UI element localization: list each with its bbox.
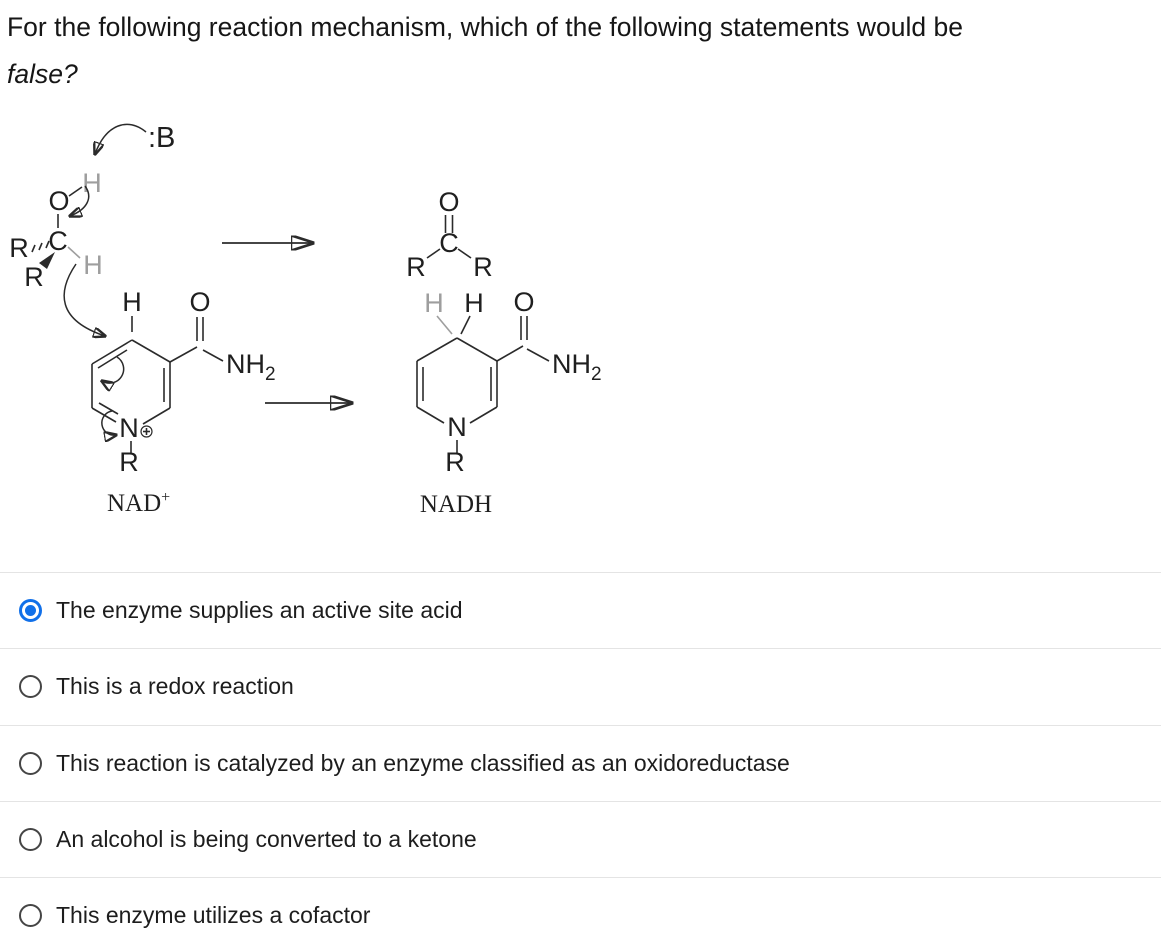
- radio-button-selected[interactable]: [19, 599, 42, 623]
- option-label: This reaction is catalyzed by an enzyme …: [56, 749, 790, 776]
- hydride-h-atom: H: [83, 250, 103, 280]
- r-group: R: [406, 252, 426, 282]
- radio-button[interactable]: [19, 675, 42, 699]
- arrow-base-to-proton: [95, 123, 147, 154]
- nadh-label: NADH: [420, 491, 492, 518]
- ring-h-atom: H: [122, 287, 142, 317]
- answer-option-4[interactable]: An alcohol is being converted to a keton…: [0, 800, 1161, 877]
- amide-group: NH2: [226, 349, 276, 385]
- r-group: R: [9, 233, 29, 263]
- ring-h-atom: H: [464, 288, 484, 318]
- option-label: An alcohol is being converted to a keton…: [56, 825, 477, 852]
- base-label: :B: [148, 122, 175, 154]
- r-group: R: [473, 252, 493, 282]
- ring-nitrogen: N: [447, 412, 467, 442]
- question-text: For the following reaction mechanism, wh…: [7, 4, 1161, 98]
- arrow-hydride-to-ring: [63, 263, 105, 336]
- n-r-group: R: [445, 447, 465, 477]
- nad-plus-label: NAD+: [107, 489, 170, 517]
- n-r-group: R: [119, 447, 139, 477]
- question-line1: For the following reaction mechanism, wh…: [7, 12, 963, 42]
- arrow-to-nitrogen: [101, 410, 116, 435]
- amide-group: NH2: [552, 349, 602, 385]
- radio-button[interactable]: [19, 827, 42, 851]
- arrow-ring-electrons: [102, 356, 125, 383]
- bold-wedge-bond: [39, 252, 55, 269]
- carbonyl-oxygen: O: [513, 287, 534, 317]
- option-label: This enzyme utilizes a cofactor: [56, 902, 371, 929]
- transferred-h-atom: H: [424, 288, 444, 318]
- answer-option-3[interactable]: This reaction is catalyzed by an enzyme …: [0, 724, 1161, 801]
- ketone-product: O C R R: [406, 187, 493, 282]
- ring-nitrogen: N: [119, 413, 139, 443]
- nad-plus-structure: H O NH2 N R NAD+: [91, 287, 276, 517]
- carbonyl-oxygen: O: [189, 287, 210, 317]
- question-line2: false?: [7, 59, 78, 89]
- radio-button[interactable]: [19, 751, 42, 775]
- arrow-oh-to-co: [70, 185, 90, 216]
- nadh-structure: H H O NH2 N R NADH: [416, 287, 602, 518]
- option-label: The enzyme supplies an active site acid: [56, 597, 463, 624]
- option-label: This is a redox reaction: [56, 673, 294, 700]
- ketone-oxygen: O: [438, 187, 459, 217]
- alcohol-substrate: :B H O C R R H: [9, 122, 175, 336]
- answer-option-2[interactable]: This is a redox reaction: [0, 648, 1161, 725]
- oxygen-atom: O: [48, 186, 69, 216]
- r-group: R: [24, 262, 44, 292]
- hydroxyl-h-atom: H: [82, 168, 102, 198]
- reaction-mechanism-diagram: :B H O C R R H: [9, 122, 602, 518]
- ketone-carbon: C: [439, 228, 459, 258]
- radio-button[interactable]: [19, 904, 42, 928]
- carbon-atom: C: [48, 226, 68, 256]
- plus-charge-icon: [140, 425, 153, 438]
- answer-option-1[interactable]: The enzyme supplies an active site acid: [0, 572, 1161, 649]
- answer-option-5[interactable]: This enzyme utilizes a cofactor: [0, 877, 1161, 933]
